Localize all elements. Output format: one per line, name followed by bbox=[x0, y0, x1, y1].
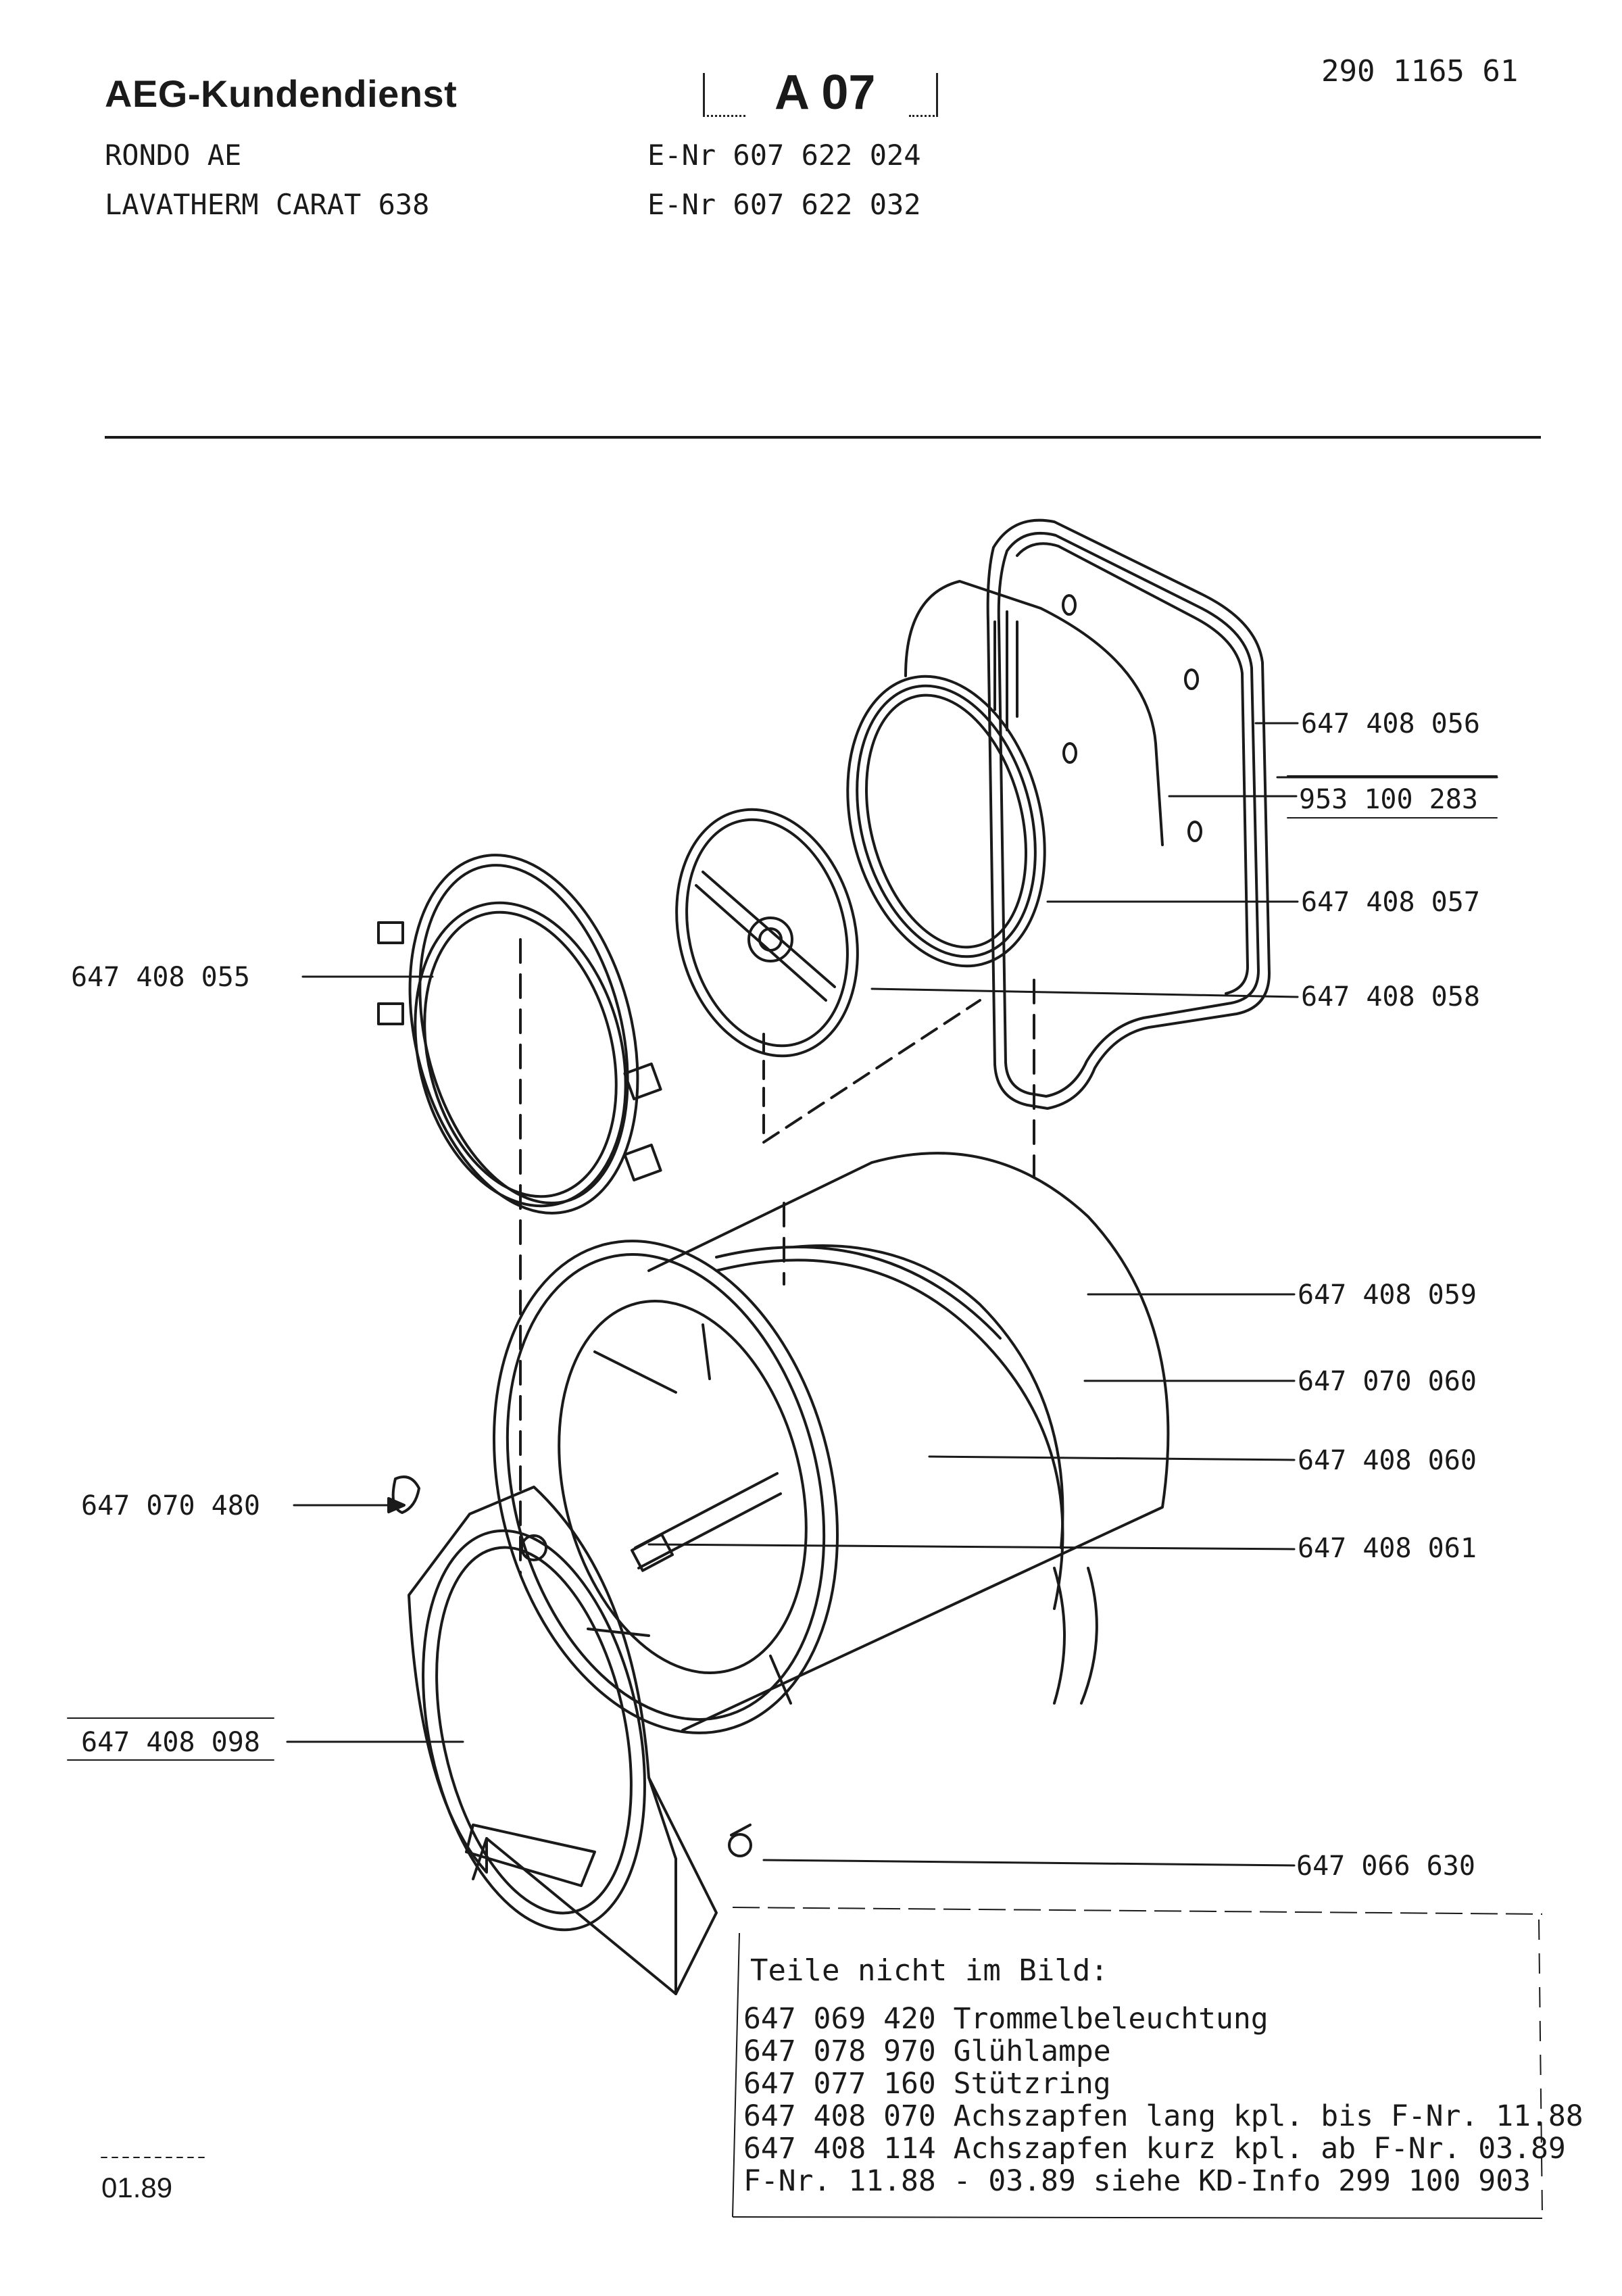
revision-date: 01.89 bbox=[101, 2172, 173, 2203]
sheet-bracket-left bbox=[703, 73, 745, 117]
sheet-code: A 07 bbox=[775, 66, 876, 120]
e-number-1: E-Nr 607 622 024 bbox=[647, 139, 921, 172]
label-drum-rib: 647 408 061 bbox=[1298, 1533, 1477, 1564]
label-front-ring: 647 408 055 bbox=[71, 962, 250, 993]
header-divider bbox=[105, 436, 1541, 439]
note-row: F-Nr. 11.88 - 03.89 siehe KD-Info 299 10… bbox=[743, 2164, 1531, 2198]
notes-title: Teile nicht im Bild: bbox=[750, 1953, 1108, 1988]
note-row: 647 077 160 Stützring bbox=[743, 2067, 1111, 2101]
note-row: 647 408 114 Achszapfen kurz kpl. ab F-Nr… bbox=[743, 2132, 1566, 2166]
label-drive-belt: 647 070 060 bbox=[1298, 1366, 1477, 1397]
roller-630 bbox=[729, 1825, 751, 1856]
rear-seal-ring bbox=[818, 656, 1073, 987]
back-wall-panel bbox=[906, 520, 1269, 1108]
label-front-frame: 647 408 098 bbox=[81, 1727, 260, 1758]
label-small-part: 647 070 480 bbox=[81, 1490, 260, 1521]
model-line-1: RONDO AE bbox=[105, 139, 242, 172]
label-gasket-ref: 953 100 283 bbox=[1299, 784, 1478, 815]
note-row: 647 069 420 Trommelbeleuchtung bbox=[743, 2002, 1269, 2036]
e-number-2: E-Nr 607 622 032 bbox=[647, 188, 921, 221]
bearing-plate bbox=[652, 790, 980, 1142]
label-back-wall: 647 408 056 bbox=[1301, 708, 1480, 739]
drum bbox=[445, 1153, 1169, 1769]
label-roller: 647 066 630 bbox=[1296, 1851, 1475, 1882]
sheet-bracket-right bbox=[909, 73, 938, 117]
label-drum-outer: 647 408 059 bbox=[1298, 1279, 1477, 1311]
leader-arrow-480 bbox=[389, 1498, 404, 1512]
notes-box: Teile nicht im Bild: 647 069 420 Trommel… bbox=[731, 1906, 1583, 2220]
label-rear-seal-ring: 647 408 057 bbox=[1301, 887, 1480, 918]
label-drum: 647 408 060 bbox=[1298, 1445, 1477, 1476]
model-line-2: LAVATHERM CARAT 638 bbox=[105, 188, 430, 221]
front-frame bbox=[389, 1487, 716, 1994]
note-row: 647 408 070 Achszapfen lang kpl. bis F-N… bbox=[743, 2099, 1583, 2133]
brand-title: AEG-Kundendienst bbox=[105, 72, 458, 115]
leader-lines bbox=[287, 723, 1497, 1865]
note-row: 647 078 970 Glühlampe bbox=[743, 2034, 1111, 2068]
assembly-axes bbox=[520, 939, 1034, 1575]
document-number: 290 1165 61 bbox=[1321, 54, 1519, 89]
label-bearing-plate: 647 408 058 bbox=[1301, 981, 1480, 1012]
front-ring bbox=[374, 831, 672, 1237]
